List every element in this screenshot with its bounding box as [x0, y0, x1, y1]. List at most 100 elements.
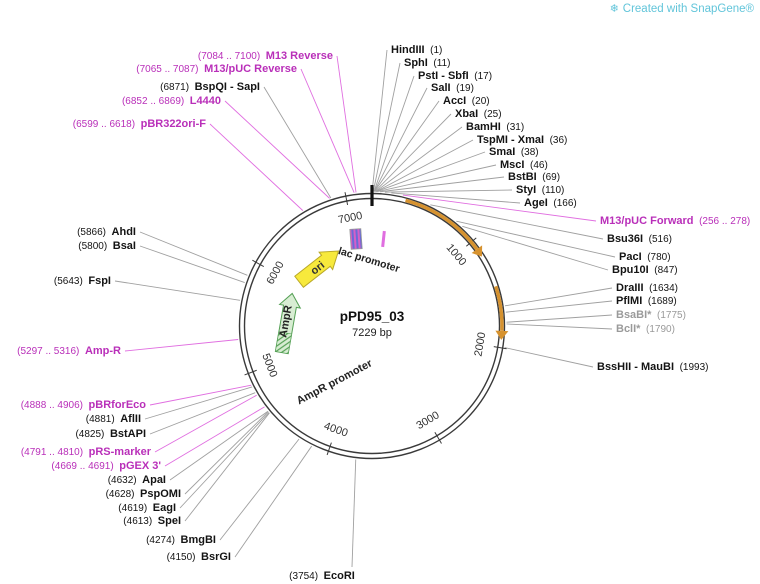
feature-label: (4791 .. 4810) pRS-marker	[21, 445, 151, 460]
label-name: ApaI	[142, 474, 166, 486]
primer-tick	[381, 230, 386, 248]
label-name: L4440	[189, 95, 221, 107]
label-name: BmgBI	[180, 534, 216, 546]
restriction-site-label: (4881) AflII	[86, 412, 141, 427]
site-position: (256 .. 278)	[693, 216, 751, 227]
label-name: AhdI	[111, 226, 136, 238]
feature-label: (6599 .. 6618) pBR322ori-F	[73, 117, 206, 132]
label-name: EcoRI	[323, 570, 355, 582]
label-name: PstI - SbfI	[418, 70, 469, 82]
restriction-site-label: (5866) AhdI	[77, 225, 136, 240]
tick-mark	[244, 369, 257, 376]
tick-mark	[434, 432, 442, 444]
site-position: (19)	[450, 83, 474, 94]
label-connector-line	[504, 287, 613, 307]
label-connector-line	[169, 410, 269, 481]
label-name: EagI	[152, 502, 176, 514]
label-name: Bsu36I	[607, 233, 644, 245]
restriction-site-label: BamHI (31)	[466, 120, 524, 135]
site-position: (4881)	[85, 414, 121, 425]
restriction-site-label: (4619) EagI	[118, 501, 176, 516]
site-position: (1634)	[643, 283, 678, 294]
label-connector-line	[375, 139, 474, 192]
restriction-site-label: (4150) BsrGI	[167, 550, 231, 565]
label-name: SmaI	[489, 146, 516, 158]
site-position: (4628)	[105, 489, 141, 500]
feature-arcs	[405, 198, 509, 340]
feature-label: (4669 .. 4691) pGEX 3'	[51, 459, 161, 474]
restriction-site-label: PacI (780)	[619, 250, 671, 265]
label-name: TspMI - XmaI	[477, 134, 545, 146]
feature-arc-1-arrowhead	[471, 245, 483, 257]
label-connector-line	[456, 220, 616, 258]
site-position: (5643)	[53, 276, 89, 287]
label-name: SalI	[431, 82, 451, 94]
label-name: pBR322ori-F	[140, 118, 206, 130]
site-position: (6871)	[160, 82, 195, 93]
feature-label: (7065 .. 7087) M13/pUC Reverse	[136, 62, 297, 77]
feature-label: (6852 .. 6869) L4440	[122, 94, 221, 109]
ampr-label: AmpR	[277, 304, 294, 338]
label-connector-line	[384, 189, 513, 193]
label-connector-line	[234, 445, 313, 558]
site-position: (4619)	[118, 503, 153, 514]
site-position: (4274)	[146, 535, 181, 546]
label-name: BamHI	[466, 121, 501, 133]
label-connector-line	[374, 113, 452, 192]
ampr-feature-arrow	[274, 292, 302, 355]
label-name: BclI*	[616, 323, 641, 335]
site-position: (1)	[424, 45, 443, 56]
connector-lines	[114, 49, 616, 568]
label-connector-line	[430, 204, 604, 240]
restriction-site-label: SalI (19)	[431, 81, 474, 96]
site-position: (7084 .. 7100)	[197, 51, 266, 62]
site-position: (6852 .. 6869)	[121, 96, 190, 107]
label-connector-line	[114, 280, 241, 301]
restriction-site-label: TspMI - XmaI (36)	[477, 133, 567, 148]
restriction-site-label: Bpu10I (847)	[612, 263, 678, 278]
site-position: (11)	[427, 58, 451, 69]
restriction-site-label: PstI - SbfI (17)	[418, 69, 492, 84]
lac-promoter-box	[349, 228, 363, 250]
label-name: BstBI	[508, 171, 537, 183]
feature-label: (5297 .. 5316) Amp-R	[17, 344, 121, 359]
plasmid-size: 7229 bp	[352, 327, 392, 339]
site-position: (17)	[468, 71, 493, 82]
site-position: (1790)	[640, 324, 675, 335]
label-name: SpeI	[157, 515, 181, 527]
feature-label: (4888 .. 4906) pBRforEco	[21, 398, 146, 413]
restriction-site-label: (4274) BmgBI	[146, 533, 216, 548]
label-connector-line	[506, 314, 613, 323]
label-name: PacI	[619, 251, 642, 263]
label-name: Amp-R	[84, 345, 121, 357]
site-position: (4669 .. 4691)	[51, 461, 120, 472]
label-connector-line	[402, 194, 597, 222]
site-position: (4150)	[166, 552, 202, 563]
label-name: pBRforEco	[88, 399, 146, 411]
label-name: AgeI	[524, 197, 548, 209]
restriction-site-label: XbaI (25)	[455, 107, 502, 122]
label-name: FspI	[88, 275, 111, 287]
site-position: (4888 .. 4906)	[20, 400, 89, 411]
blocked-site-label: BsaBI* (1775)	[616, 308, 686, 323]
label-connector-line	[263, 86, 332, 199]
site-position: (4613)	[123, 516, 158, 527]
label-connector-line	[373, 87, 428, 192]
tick-label: 4000	[322, 420, 349, 439]
tick-label: 5000	[259, 352, 279, 379]
restriction-site-label: (4628) PspOMI	[106, 487, 181, 502]
snapgene-logo-icon: ❄	[609, 2, 619, 15]
site-position: (1993)	[674, 362, 709, 373]
site-position: (1689)	[642, 296, 677, 307]
label-name: Bpu10I	[612, 264, 649, 276]
ori-feature-arrow: ori	[294, 250, 340, 288]
label-connector-line	[380, 176, 505, 193]
label-name: StyI	[516, 184, 537, 196]
restriction-site-label: Bsu36I (516)	[607, 232, 672, 247]
label-name: BsaI	[112, 240, 136, 252]
site-position: (847)	[648, 265, 678, 276]
label-connector-line	[505, 300, 613, 313]
restriction-site-label: BstBI (69)	[508, 170, 560, 185]
watermark-text: Created with SnapGene®	[622, 3, 754, 15]
site-position: (7065 .. 7087)	[136, 64, 205, 75]
